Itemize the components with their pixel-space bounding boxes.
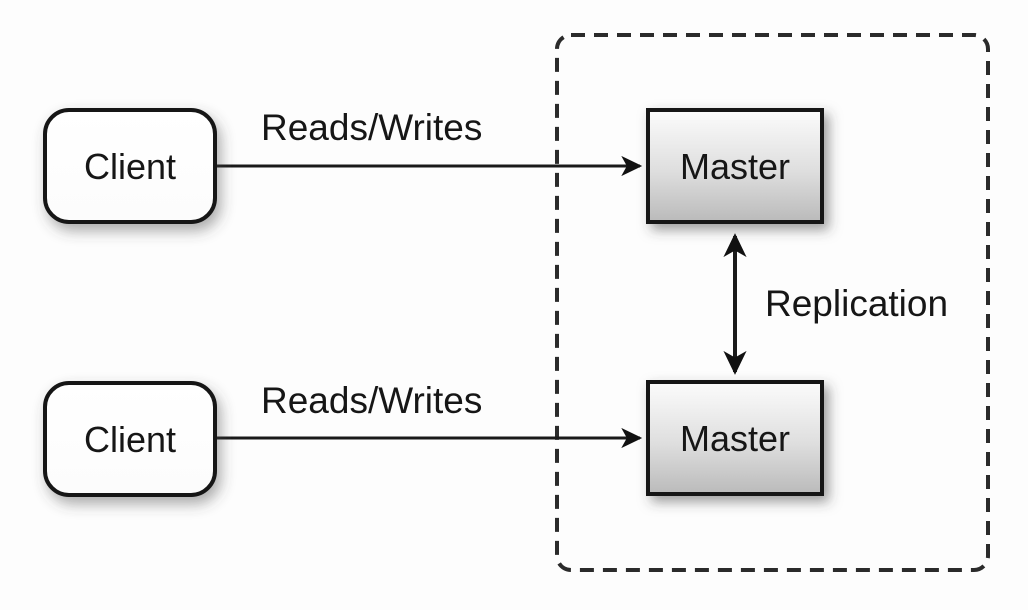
node-master-top-label: Master bbox=[680, 146, 790, 187]
edge-label-reads-writes-bottom: Reads/Writes bbox=[261, 380, 482, 421]
edge-label-reads-writes-top: Reads/Writes bbox=[261, 107, 482, 148]
node-master-bottom-label: Master bbox=[680, 418, 790, 459]
replication-cluster-boundary bbox=[555, 33, 990, 572]
node-client-top[interactable] bbox=[43, 108, 217, 224]
node-client-bottom-label: Client bbox=[84, 419, 176, 460]
node-master-bottom[interactable] bbox=[646, 380, 824, 496]
edge-label-replication: Replication bbox=[765, 283, 948, 324]
node-master-top[interactable] bbox=[646, 108, 824, 224]
node-client-bottom[interactable] bbox=[43, 381, 217, 497]
node-client-top-label: Client bbox=[84, 146, 176, 187]
